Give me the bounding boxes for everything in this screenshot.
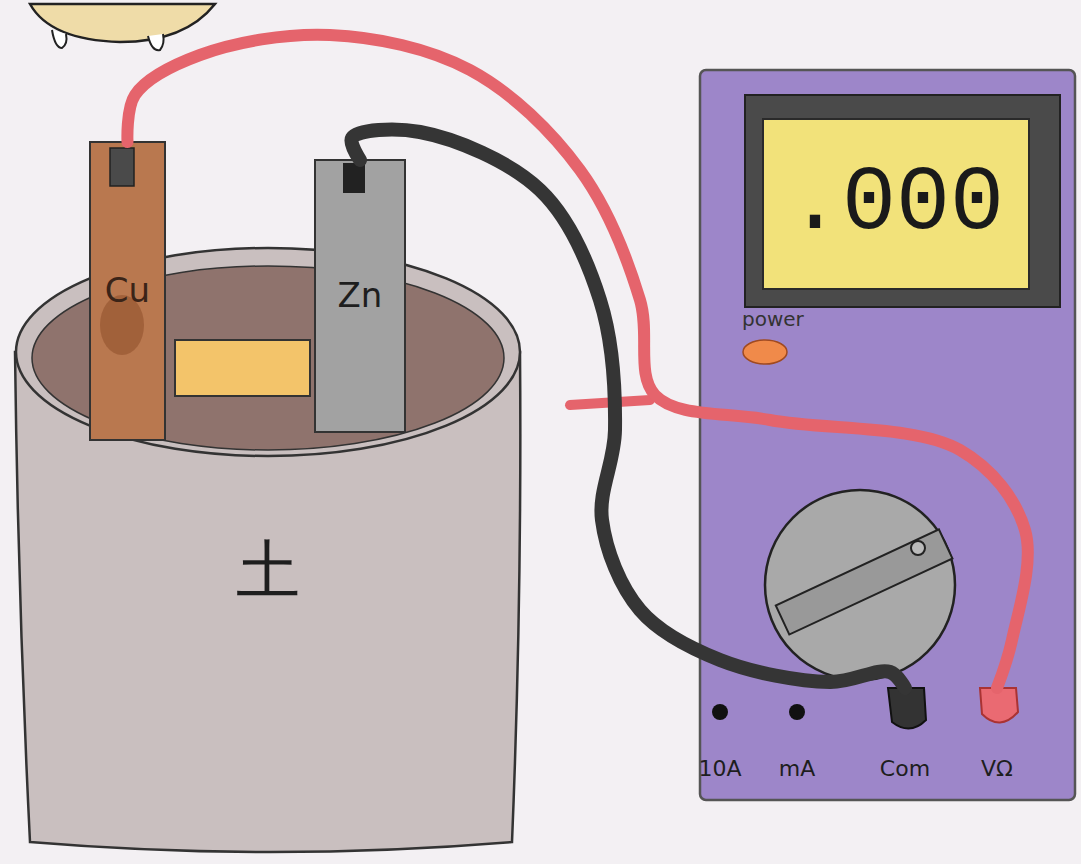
port-ma [789, 704, 805, 720]
wire-clip [343, 163, 365, 193]
wire-clip [110, 148, 134, 186]
yellow-block [175, 340, 310, 396]
display-frame [745, 95, 1060, 307]
zinc-electrode: Zn [315, 160, 405, 432]
volt-ohm-port: VΩ [964, 688, 1030, 785]
label-text: Cu [105, 272, 150, 309]
port-label: 10A [691, 700, 748, 785]
corner-sketch-tooth [148, 34, 164, 50]
soil-pot: 土 [15, 420, 520, 720]
copper-strip [90, 142, 165, 440]
com-port: Com [872, 688, 938, 785]
multimeter-display: .000 [762, 118, 1030, 290]
dial-pointer [776, 529, 953, 634]
power-button [743, 340, 787, 364]
label-text: Zn [338, 277, 383, 314]
port-10a [712, 704, 728, 720]
label-text: power [742, 308, 804, 330]
label-text: 土 [236, 535, 300, 605]
selector-dial [765, 490, 955, 680]
port-label: mA [772, 700, 822, 785]
multimeter: power .000 10A mA Com VΩ [700, 70, 1075, 800]
label-text: Com [880, 757, 930, 781]
label-text: 10A [698, 757, 741, 781]
copper-electrode: Cu [90, 142, 165, 440]
label-text: VΩ [981, 757, 1013, 781]
display-reading: .000 [788, 155, 1004, 254]
dial-mark [911, 541, 925, 555]
zinc-strip [315, 160, 405, 432]
label-text: mA [779, 757, 815, 781]
corner-sketch-tooth [52, 30, 67, 48]
